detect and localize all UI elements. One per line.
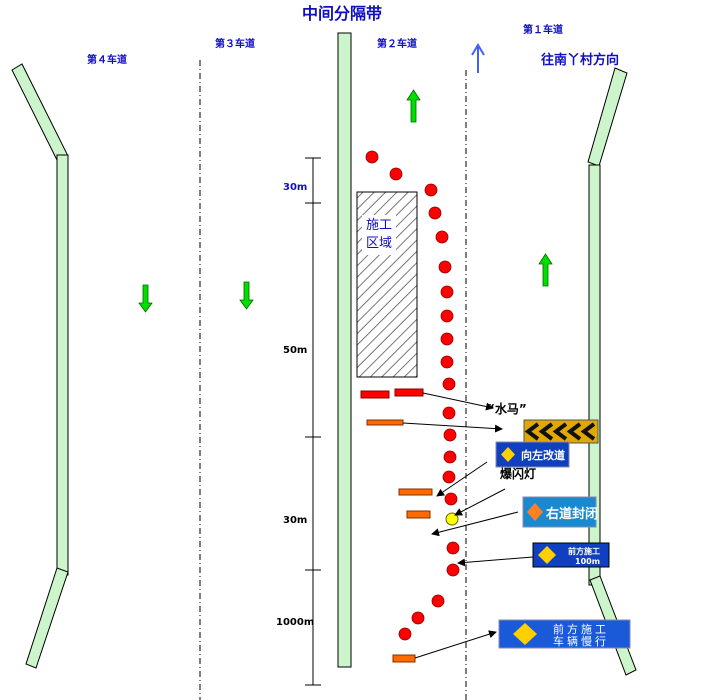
median-strip xyxy=(337,32,352,668)
right-lane-closed-sign: 右道封闭 xyxy=(522,496,598,528)
traffic-cone xyxy=(431,594,445,608)
median-title: 中间分隔带 xyxy=(302,4,382,23)
lane-4-label: 第４车道 xyxy=(87,53,127,66)
traffic-cone xyxy=(442,406,456,420)
arrow-up-icon xyxy=(471,43,485,73)
dimension-1000m: 1000m xyxy=(276,617,314,628)
orange-barrier xyxy=(406,510,431,519)
traffic-cone xyxy=(442,377,456,391)
traffic-cone xyxy=(365,150,379,164)
work-zone-label-2: 区域 xyxy=(366,236,392,251)
orange-barrier xyxy=(392,654,416,663)
orange-barrier xyxy=(366,419,404,426)
dimension-30m: 30m xyxy=(283,515,307,526)
flash-light-label: 爆闪灯 xyxy=(500,466,536,481)
lane-closed-icon xyxy=(527,503,543,521)
traffic-cone xyxy=(443,428,457,442)
slow-sign-line1: 前方施工 xyxy=(553,622,609,636)
traffic-cone xyxy=(442,470,456,484)
water-barrier xyxy=(394,388,424,397)
work-ahead-text: 前方施工 xyxy=(568,546,600,556)
green-arrow-up-icon xyxy=(538,253,553,287)
green-arrow-down-icon xyxy=(239,281,254,310)
right-guardrail xyxy=(587,67,637,676)
traffic-cone xyxy=(411,611,425,625)
worker-icon xyxy=(513,623,537,645)
traffic-cone xyxy=(428,206,442,220)
work-ahead-sign: 前方施工 100m xyxy=(532,542,610,568)
traffic-cone xyxy=(424,183,438,197)
traffic-cone xyxy=(440,309,454,323)
traffic-cone xyxy=(398,627,412,641)
water-horse-label: “水马” xyxy=(487,401,527,416)
green-arrow-up-icon xyxy=(406,89,421,123)
detour-left-sign: 向左改道 xyxy=(495,441,570,468)
lane-1-label: 第１车道 xyxy=(523,23,563,36)
work-ahead-distance: 100m xyxy=(575,557,600,566)
left-guardrail xyxy=(11,63,69,669)
traffic-cone xyxy=(440,332,454,346)
lane-3-label: 第３车道 xyxy=(215,37,255,50)
direction-label: 往南丫村方向 xyxy=(541,52,619,68)
detour-left-text: 向左改道 xyxy=(521,448,565,462)
chevron-sign xyxy=(523,419,599,444)
green-arrow-down-icon xyxy=(138,284,153,313)
traffic-cone xyxy=(389,167,403,181)
dimension-50m: 50m xyxy=(283,345,307,356)
traffic-cone xyxy=(446,563,460,577)
right-lane-closed-text: 右道封闭 xyxy=(545,506,598,522)
detour-icon xyxy=(501,447,515,462)
slow-sign-line2: 车辆慢行 xyxy=(553,634,609,648)
flash-light xyxy=(445,512,459,526)
traffic-cone xyxy=(440,355,454,369)
traffic-cone xyxy=(440,285,454,299)
dimension-30m: 30m xyxy=(283,182,307,193)
worker-icon xyxy=(538,546,556,564)
traffic-cone xyxy=(443,450,457,464)
slow-down-sign: 前方施工 车辆慢行 xyxy=(498,619,631,649)
work-zone-label-1: 施工 xyxy=(366,218,392,233)
traffic-cone xyxy=(444,492,458,506)
lane-2-label: 第２车道 xyxy=(377,37,417,50)
traffic-cone xyxy=(438,260,452,274)
water-barrier xyxy=(360,390,390,399)
orange-barrier xyxy=(398,488,433,496)
traffic-cone xyxy=(435,230,449,244)
traffic-cone xyxy=(446,541,460,555)
dimension-lines xyxy=(305,157,321,686)
